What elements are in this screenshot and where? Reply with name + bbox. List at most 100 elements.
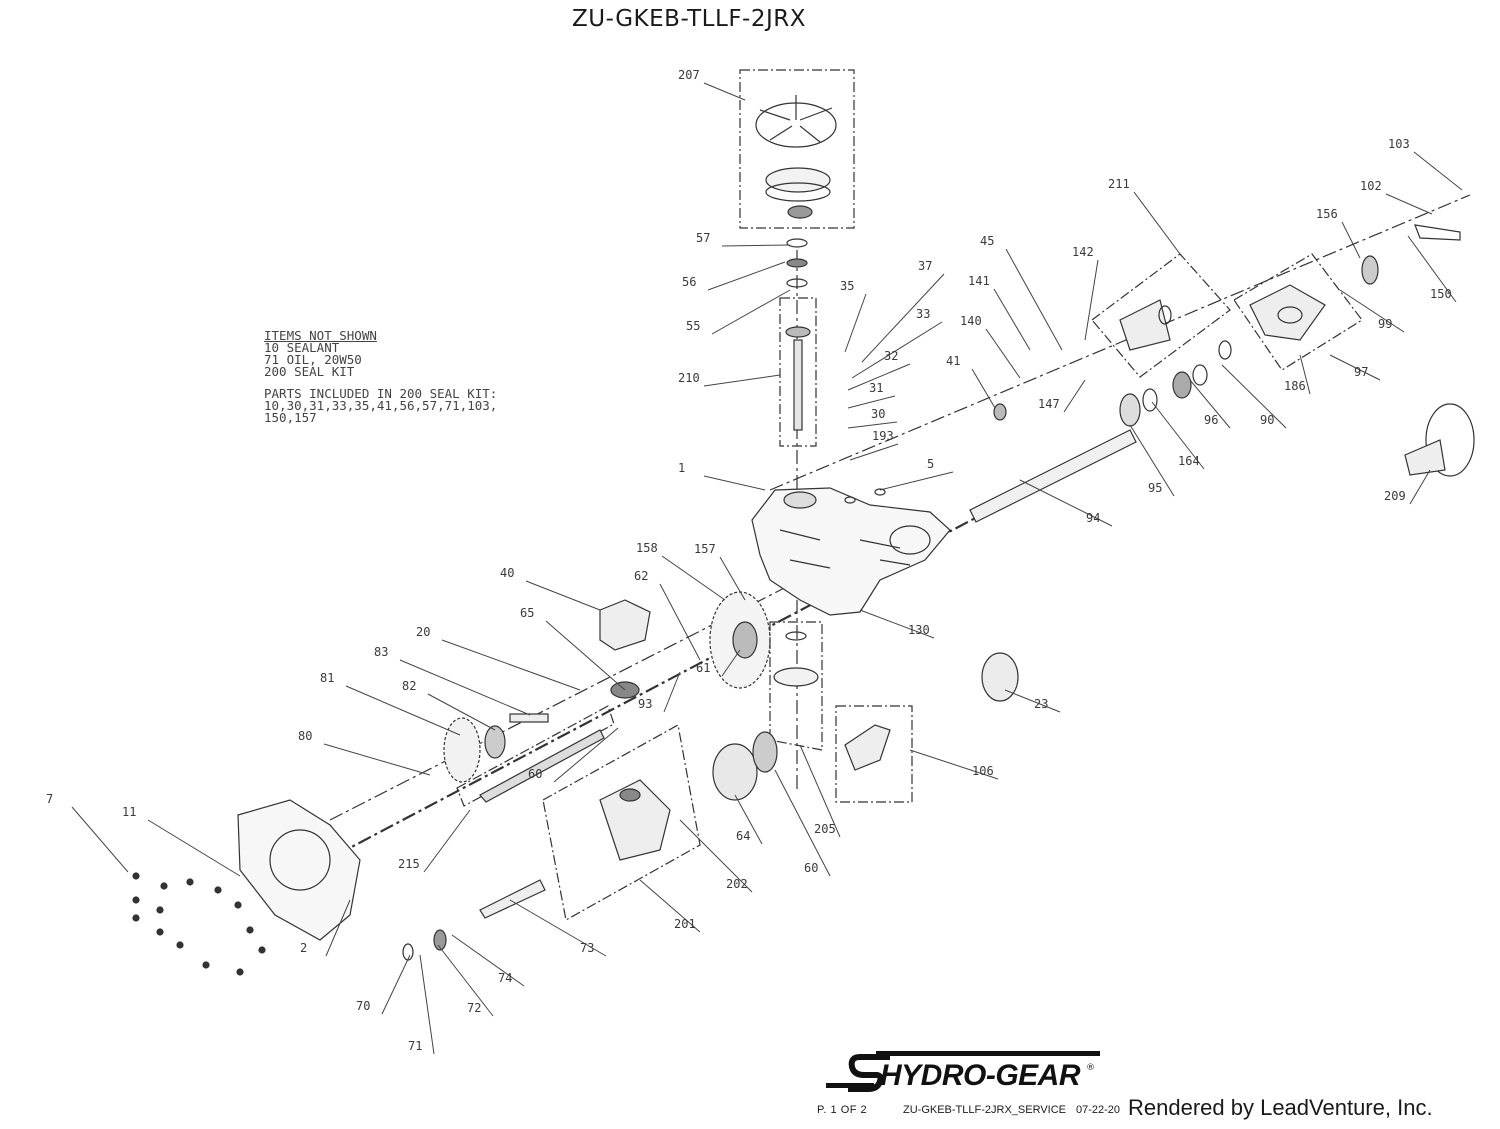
callout-leader [719, 556, 746, 601]
callout-32: 32 [884, 349, 898, 363]
callout-leader [1329, 354, 1381, 381]
callout-leader [437, 944, 494, 1017]
callout-70: 70 [356, 999, 370, 1013]
callout-60: 60 [528, 767, 542, 781]
callout-leader [323, 743, 431, 776]
callout-leader [847, 395, 896, 409]
callout-209: 209 [1384, 489, 1406, 503]
callout-leader [993, 288, 1031, 351]
callout-93: 93 [638, 697, 652, 711]
callout-102: 102 [1360, 179, 1382, 193]
callout-164: 164 [1178, 454, 1200, 468]
callout-leader [1063, 379, 1086, 413]
callout-leader [451, 934, 525, 987]
callout-80: 80 [298, 729, 312, 743]
callout-193: 193 [872, 429, 894, 443]
callout-leader [545, 620, 626, 691]
callout-64: 64 [736, 829, 750, 843]
callout-2: 2 [300, 941, 307, 955]
callout-leader [1299, 354, 1311, 395]
callout-leader [985, 328, 1021, 379]
callout-leader [799, 744, 841, 838]
callout-23: 23 [1034, 697, 1048, 711]
callout-leader [1004, 689, 1061, 713]
callout-71: 71 [408, 1039, 422, 1053]
callout-leader [639, 879, 701, 933]
callout-leader [1341, 221, 1361, 259]
callout-97: 97 [1354, 365, 1368, 379]
callout-83: 83 [374, 645, 388, 659]
callout-94: 94 [1086, 511, 1100, 525]
callout-leader [663, 671, 681, 713]
revision-date: 07-22-20 [1076, 1104, 1121, 1116]
callout-leader [345, 685, 461, 736]
callout-5: 5 [927, 457, 934, 471]
callout-142: 142 [1072, 245, 1094, 259]
callout-95: 95 [1148, 481, 1162, 495]
callout-20: 20 [416, 625, 430, 639]
callout-211: 211 [1108, 177, 1130, 191]
callout-leader [721, 244, 791, 247]
brand-name: HYDRO-GEAR [880, 1059, 1081, 1092]
callout-150: 150 [1430, 287, 1452, 301]
callout-72: 72 [467, 1001, 481, 1015]
callout-leader [721, 649, 741, 677]
callout-45: 45 [980, 234, 994, 248]
callout-leader [1413, 151, 1463, 191]
callout-202: 202 [726, 877, 748, 891]
callout-leader [1189, 379, 1231, 429]
callout-140: 140 [960, 314, 982, 328]
document-title: ZU-GKEB-TLLF-2JRX [572, 6, 806, 32]
callout-147: 147 [1038, 397, 1060, 411]
callout-leader [849, 443, 899, 461]
callout-leader [1151, 401, 1205, 470]
callout-leader [844, 293, 867, 353]
callout-65: 65 [520, 606, 534, 620]
callout-leader [879, 471, 954, 491]
callout-158: 158 [636, 541, 658, 555]
callout-210: 210 [678, 371, 700, 385]
service-code: ZU-GKEB-TLLF-2JRX_SERVICE [903, 1104, 1067, 1116]
callout-33: 33 [916, 307, 930, 321]
notes-parts-line: 10,30,31,33,35,41,56,57,71,103, [264, 398, 498, 413]
callout-leader [661, 555, 726, 601]
callout-7: 7 [46, 792, 53, 806]
callout-leader [971, 368, 996, 409]
page-number: P. 1 OF 2 [817, 1104, 868, 1116]
hydro-gear-s-mark-icon [848, 1054, 890, 1092]
callout-leader [703, 374, 781, 387]
callout-leader [1129, 424, 1175, 497]
notes-line: 200 SEAL KIT [264, 364, 355, 379]
rendered-by: Rendered by LeadVenture, Inc. [1128, 1095, 1433, 1120]
callout-leader [1005, 248, 1063, 351]
callout-leader [71, 806, 129, 873]
callout-leader [1407, 235, 1457, 303]
callout-leader [525, 580, 601, 611]
callout-leader [847, 363, 911, 391]
callout-61: 61 [696, 661, 710, 675]
callout-leader [734, 794, 763, 845]
callout-leader [859, 609, 935, 639]
notes-heading: ITEMS NOT SHOWN [264, 328, 377, 343]
callout-130: 130 [908, 623, 930, 637]
callout-leader [553, 727, 619, 783]
callout-leader [1084, 259, 1099, 341]
callout-35: 35 [840, 279, 854, 293]
callout-leader [1409, 469, 1431, 505]
callout-40: 40 [500, 566, 514, 580]
callout-leader [659, 583, 701, 661]
callout-leader [325, 899, 351, 957]
notes-line: 10 SEALANT [264, 340, 340, 355]
callout-96: 96 [1204, 413, 1218, 427]
callout-leader [399, 659, 531, 716]
callout-leader [381, 954, 411, 1015]
callout-30: 30 [871, 407, 885, 421]
callout-55: 55 [686, 319, 700, 333]
callout-leader [1385, 193, 1433, 215]
callout-73: 73 [580, 941, 594, 955]
callout-1: 1 [678, 461, 685, 475]
items-not-shown-notes: ITEMS NOT SHOWN 10 SEALANT 71 OIL, 20W50… [264, 328, 584, 424]
callout-106: 106 [972, 764, 994, 778]
callout-leader [1133, 191, 1181, 255]
callout-leader [427, 693, 496, 731]
